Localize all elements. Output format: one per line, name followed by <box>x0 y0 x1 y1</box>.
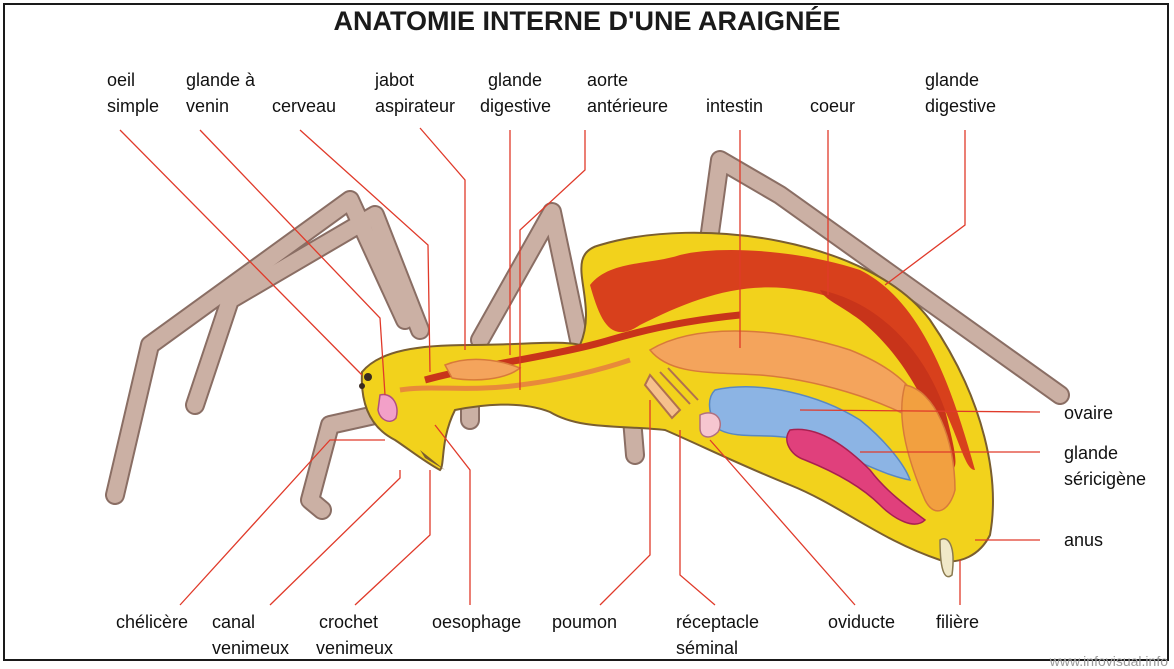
seminal-receptacle <box>700 413 720 437</box>
label-glande-sericigene: glande séricigène <box>1064 440 1146 492</box>
diagram-title: ANATOMIE INTERNE D'UNE ARAIGNÉE <box>0 6 1174 37</box>
label-receptacle-seminal: réceptacle séminal <box>676 609 759 661</box>
label-intestin: intestin <box>706 93 763 119</box>
label-filiere: filière <box>936 609 979 635</box>
spinneret <box>940 539 953 577</box>
label-glande-digestive-posterior: glande digestive <box>925 67 996 119</box>
label-canal-venimeux: canal venimeux <box>212 609 289 661</box>
label-cerveau: cerveau <box>272 93 336 119</box>
label-poumon: poumon <box>552 609 617 635</box>
label-coeur: coeur <box>810 93 855 119</box>
label-oesophage: oesophage <box>432 609 521 635</box>
label-ovaire: ovaire <box>1064 400 1113 426</box>
label-oviducte: oviducte <box>828 609 895 635</box>
label-crochet-venimeux: crochet venimeux <box>316 609 393 661</box>
label-anus: anus <box>1064 527 1103 553</box>
label-glande-digestive-anterior: glande digestive <box>480 67 551 119</box>
credit-watermark: www.infovisual.info <box>1050 653 1168 669</box>
label-oeil-simple: oeil simple <box>107 67 159 119</box>
label-chelicere: chélicère <box>116 609 188 635</box>
label-aorte-anterieure: aorte antérieure <box>587 67 668 119</box>
label-jabot-aspirateur: jabot aspirateur <box>375 67 455 119</box>
label-glande-venin: glande à venin <box>186 67 255 119</box>
simple-eye <box>364 373 372 381</box>
